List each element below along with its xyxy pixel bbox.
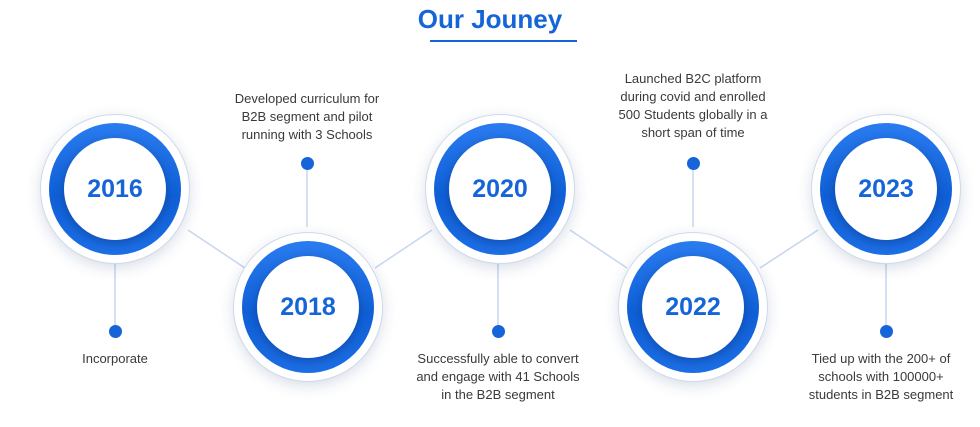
- milestone-2016-circle: 2016: [40, 114, 190, 264]
- milestone-year: 2018: [280, 292, 336, 321]
- milestone-2023-caption: Tied up with the 200+ of schools with 10…: [808, 351, 954, 402]
- connector-2022-2023: [759, 229, 819, 269]
- milestone-2022-dot: [687, 157, 700, 170]
- milestone-2020-circle: 2020: [425, 114, 575, 264]
- milestone-2018-dot: [301, 157, 314, 170]
- connector-2018-2020: [374, 229, 433, 269]
- milestone-2020-caption: Successfully able to convert and engage …: [416, 351, 580, 402]
- milestone-year: 2016: [87, 174, 143, 203]
- milestone-2022-circle: 2022: [618, 232, 768, 382]
- milestone-2018-circle: 2018: [233, 232, 383, 382]
- page-title: Our Jouney: [417, 4, 563, 34]
- connector-2020-2022: [569, 229, 628, 269]
- connector-2016-2018: [187, 229, 246, 269]
- milestone-2016-dot: [109, 325, 122, 338]
- milestone-year: 2022: [665, 292, 721, 321]
- milestone-2023-circle: 2023: [811, 114, 961, 264]
- milestone-2022-caption: Launched B2C platform during covid and e…: [618, 71, 768, 140]
- milestone-2020-dot: [492, 325, 505, 338]
- milestone-2023-dot: [880, 325, 893, 338]
- milestone-2016-caption: Incorporate: [82, 351, 148, 366]
- title-underline: [430, 40, 577, 42]
- milestone-year: 2020: [472, 174, 528, 203]
- milestone-2018-caption: Developed curriculum for B2B segment and…: [234, 91, 380, 142]
- milestone-year: 2023: [858, 174, 914, 203]
